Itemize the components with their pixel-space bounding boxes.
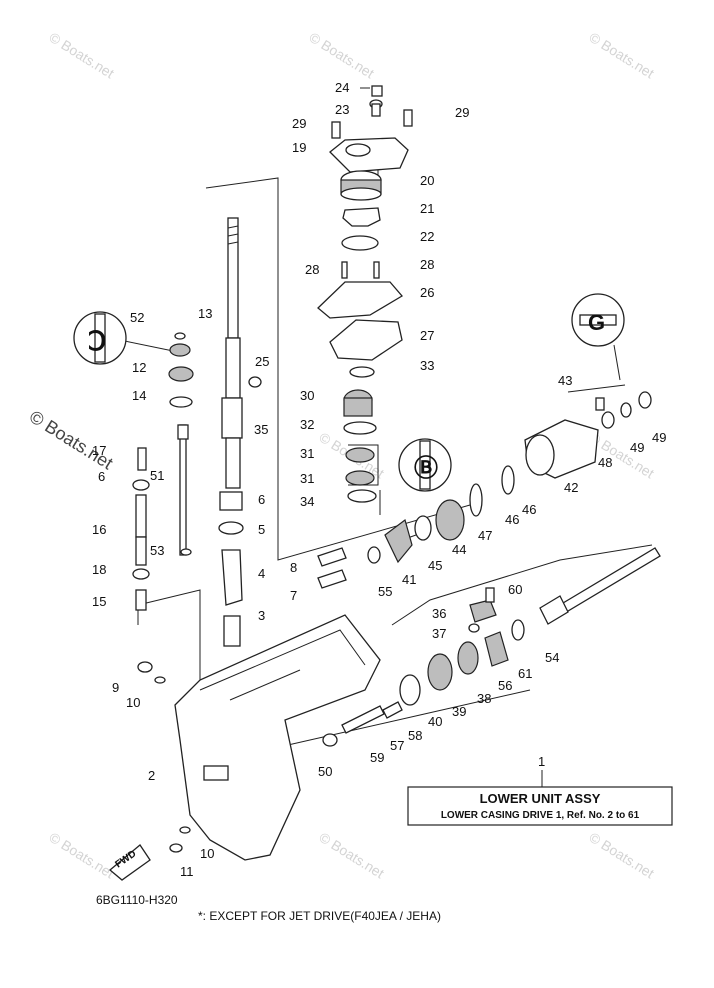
ref-number-1: 1 — [538, 754, 545, 769]
callout-label: 45 — [428, 558, 442, 573]
callout-label: 17 — [92, 443, 106, 458]
callout-label: 31 — [300, 446, 314, 461]
callout-label: 28 — [420, 257, 434, 272]
callout-label: 49 — [652, 430, 666, 445]
water-pump-parts — [317, 85, 413, 503]
watermark-text: © Boats.net — [46, 829, 117, 882]
callout-label: 19 — [292, 140, 306, 155]
callout-label: 2 — [148, 768, 155, 783]
callout-label: 8 — [290, 560, 297, 575]
watermark-text: © Boats.net — [46, 29, 117, 82]
drive-shaft-bearings — [218, 491, 347, 647]
callout-label: 44 — [452, 542, 466, 557]
gearcase-parts — [322, 391, 652, 747]
callout-label: 5 — [258, 522, 265, 537]
watermark-text: © Boats.net — [586, 829, 657, 882]
callout-label: 47 — [478, 528, 492, 543]
callout-label: 42 — [564, 480, 578, 495]
callout-label: 27 — [420, 328, 434, 343]
callout-label: 7 — [290, 588, 297, 603]
callout-label: 22 — [420, 229, 434, 244]
callout-label: 53 — [150, 543, 164, 558]
callout-label: 37 — [432, 626, 446, 641]
callout-label: 39 — [452, 704, 466, 719]
watermark-text: © Boats.net — [316, 829, 387, 882]
callout-label: 20 — [420, 173, 434, 188]
propeller-shaft — [539, 547, 661, 625]
callout-label: 57 — [390, 738, 404, 753]
forward-arrow: FWD — [108, 844, 151, 881]
callout-symbol: Ↄ — [88, 326, 106, 356]
callout-label: 59 — [370, 750, 384, 765]
callout-label: 48 — [598, 455, 612, 470]
callout-label: 51 — [150, 468, 164, 483]
callout-label: 14 — [132, 388, 146, 403]
callout-label: 31 — [300, 471, 314, 486]
callout-label: 18 — [92, 562, 106, 577]
callout-numbers: 24 23 29 29 19 20 21 22 28 28 26 27 33 3… — [92, 80, 666, 879]
callout-symbol: Ⓑ — [414, 454, 438, 482]
callout-label: 25 — [255, 354, 269, 369]
callout-label: 16 — [92, 522, 106, 537]
lower-unit-info-box: 1 LOWER UNIT ASSY LOWER CASING DRIVE 1, … — [407, 754, 673, 826]
callout-label: 40 — [428, 714, 442, 729]
callout-label: 46 — [522, 502, 536, 517]
callout-label: 32 — [300, 417, 314, 432]
callout-label: 26 — [420, 285, 434, 300]
callout-label: 52 — [130, 310, 144, 325]
callout-label: 61 — [518, 666, 532, 681]
callout-label: 55 — [378, 584, 392, 599]
callout-label: 50 — [318, 764, 332, 779]
callout-label: 9 — [112, 680, 119, 695]
callout-label: 15 — [92, 594, 106, 609]
callout-label: 21 — [420, 201, 434, 216]
callout-label: 29 — [455, 105, 469, 120]
callout-label: 12 — [132, 360, 146, 375]
callout-label: 36 — [432, 606, 446, 621]
info-box-title: LOWER UNIT ASSY — [480, 791, 601, 806]
shift-linkage-parts — [132, 332, 262, 611]
drive-shaft — [221, 217, 243, 489]
callout-label: 30 — [300, 388, 314, 403]
callout-label: 38 — [477, 691, 491, 706]
callout-label: 3 — [258, 608, 265, 623]
lower-casing — [137, 614, 381, 861]
callout-label: 24 — [335, 80, 349, 95]
diagram-code: 6BG1110-H320 — [96, 893, 178, 907]
watermark-text: © Boats.net — [306, 29, 377, 82]
detail-callout-mid: Ⓑ — [398, 438, 452, 492]
callout-label: 49 — [630, 440, 644, 455]
watermark-text: © Boats.net — [26, 406, 117, 473]
callout-label: 10 — [200, 846, 214, 861]
callout-label: 60 — [508, 582, 522, 597]
callout-label: 56 — [498, 678, 512, 693]
callout-label: 6 — [258, 492, 265, 507]
callout-label: 54 — [545, 650, 559, 665]
detail-callout-left: Ↄ — [73, 311, 127, 365]
callout-label: 13 — [198, 306, 212, 321]
leader-lines — [119, 87, 653, 746]
callout-label: 29 — [292, 116, 306, 131]
shift-rod — [177, 424, 189, 556]
callout-label: 34 — [300, 494, 314, 509]
callout-label: 35 — [254, 422, 268, 437]
callout-label: 6 — [98, 469, 105, 484]
callout-label: 46 — [505, 512, 519, 527]
footnote: *: EXCEPT FOR JET DRIVE(F40JEA / JEHA) — [198, 909, 441, 923]
watermark-text: © Boats.net — [586, 29, 657, 82]
callout-label: 23 — [335, 102, 349, 117]
callout-label: 33 — [420, 358, 434, 373]
callout-label: 11 — [180, 864, 194, 879]
callout-label: 58 — [408, 728, 422, 743]
callout-label: 43 — [558, 373, 572, 388]
callout-label: 41 — [402, 572, 416, 587]
callout-label: 4 — [258, 566, 265, 581]
callout-symbol: G — [588, 310, 605, 335]
callout-label: 10 — [126, 695, 140, 710]
callout-label: 28 — [305, 262, 319, 277]
info-box-subtitle: LOWER CASING DRIVE 1, Ref. No. 2 to 61 — [441, 810, 640, 821]
detail-callout-right: G — [571, 293, 625, 347]
